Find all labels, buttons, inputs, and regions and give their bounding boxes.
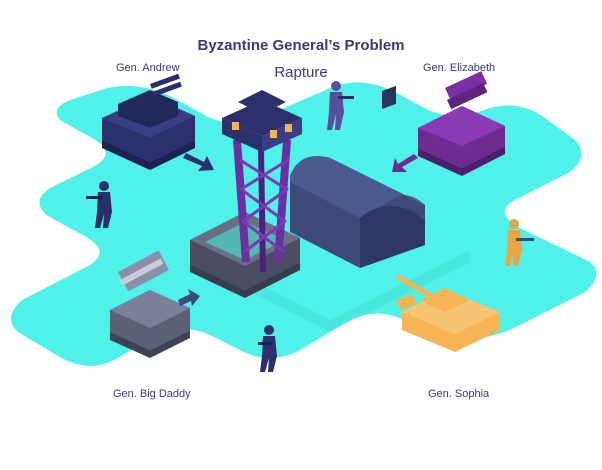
soldier-icon [327, 81, 354, 130]
watchtower-icon [222, 90, 302, 272]
tank-icon [102, 73, 195, 170]
soldier-icon [258, 325, 277, 372]
tank-icon [395, 274, 500, 352]
arrow-icon [183, 153, 214, 171]
page-title: Byzantine General’s Problem [197, 37, 405, 54]
general-label-andrew: Gen. Andrew [116, 62, 180, 74]
arrow-icon [392, 154, 418, 172]
general-label-sophia: Gen. Sophia [428, 388, 490, 400]
page-subtitle: Rapture [274, 64, 328, 81]
general-label-elizabeth: Gen. Elizabeth [423, 62, 496, 74]
hangar-icon [290, 85, 425, 268]
general-label-big-daddy: Gen. Big Daddy [113, 388, 191, 400]
arrow-icon [178, 289, 200, 306]
soldier-icon [86, 181, 112, 228]
missile-launcher-icon [418, 71, 505, 176]
soldier-icon [505, 219, 534, 266]
missile-launcher-icon [110, 250, 190, 358]
